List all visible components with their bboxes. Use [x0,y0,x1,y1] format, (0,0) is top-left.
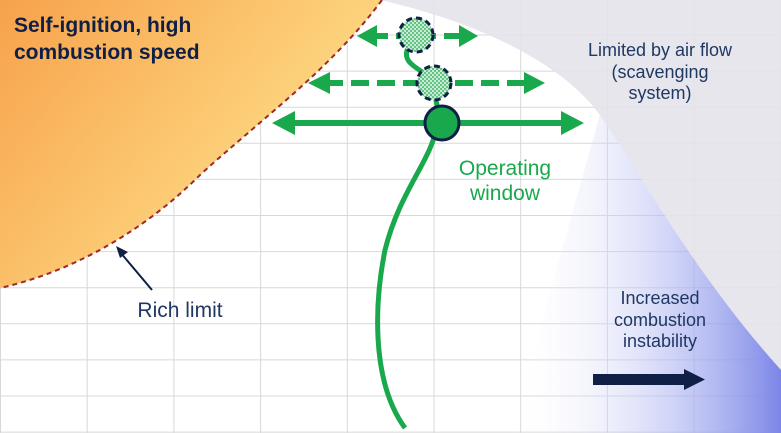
label-line: system) [628,83,692,104]
upper-operating-point [397,16,435,54]
mid-operating-point [415,64,453,102]
operating-trajectory [375,46,441,430]
label-line: combustion speed [14,41,200,65]
label-line: combustion [613,309,707,330]
instability-label: Increased combustion instability [580,288,740,353]
instability-region [510,115,781,433]
self-ignition-region [0,0,382,288]
label-line: instability [622,331,698,352]
pointer-arrowhead [116,246,128,258]
label-line: Self-ignition, high [14,14,192,37]
label-line: Increased [620,288,700,308]
rich-limit-pointer [119,251,153,291]
upper-range-dashed-arrow [357,25,478,47]
label-line: window [469,182,541,206]
rich-limit-label: Rich limit [137,299,223,322]
label-line: (scavenging [611,61,709,82]
mid-range-dashed-arrow [308,72,545,94]
rich-limit-line [0,0,383,289]
instability-arrow [593,369,705,390]
label-line: Operating [458,157,552,180]
air-flow-label: Limited by air flow (scavenging system) [540,40,780,105]
self-ignition-label: Self-ignition, high combustion speed [14,12,200,67]
air-flow-limit-region [380,0,781,370]
operating-window-label: Operating window [440,156,570,206]
label-line: Limited by air flow [587,40,733,60]
operating-point [423,104,461,142]
